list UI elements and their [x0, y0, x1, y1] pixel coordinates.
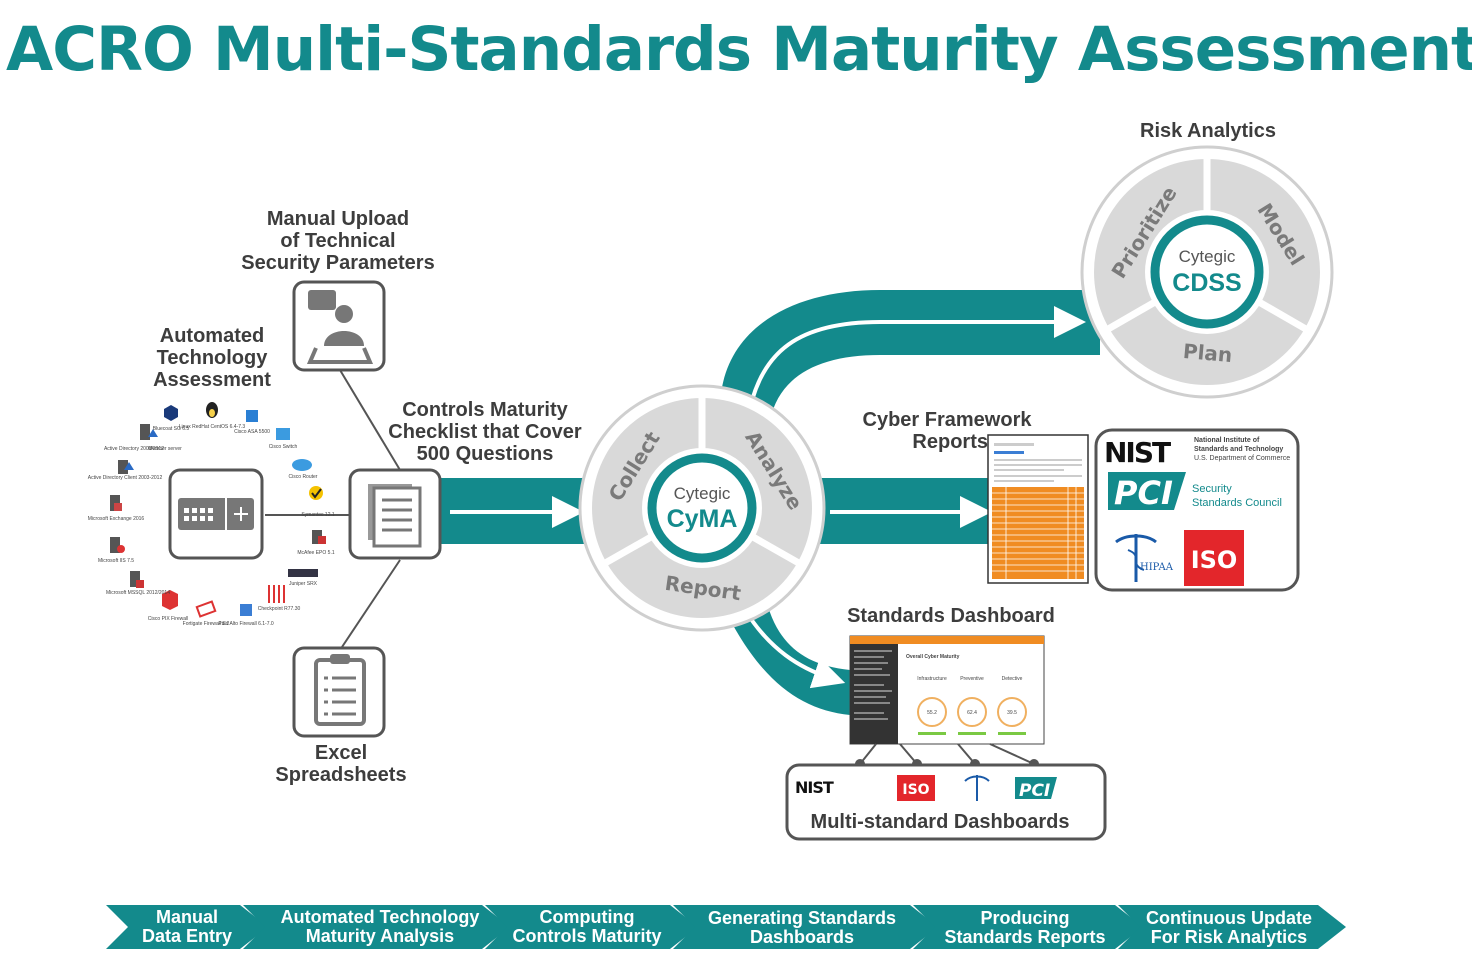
device-cluster — [110, 402, 326, 618]
svg-text:Checkpoint R77.30: Checkpoint R77.30 — [258, 606, 301, 612]
linux-icon — [206, 402, 218, 418]
svg-text:39.5: 39.5 — [1007, 710, 1017, 716]
iis-icon — [110, 537, 125, 553]
svg-text:HIPAA: HIPAA — [1140, 562, 1174, 573]
cisco-pix-icon — [162, 590, 178, 610]
dashboard-header: Overall Cyber Maturity — [906, 654, 960, 660]
svg-text:Detective: Detective — [1002, 676, 1023, 682]
svg-text:PCI: PCI — [1019, 781, 1050, 801]
svg-text:Juniper SRX: Juniper SRX — [289, 581, 318, 587]
checkpoint-icon — [268, 585, 285, 603]
multi-dashboards-label: Multi-standard Dashboards — [810, 811, 1070, 833]
svg-text:Infrastructure: Infrastructure — [917, 676, 947, 682]
exchange-icon — [110, 495, 122, 511]
page-title: ACRO Multi-Standards Maturity Assessment — [6, 14, 1472, 85]
bluecoat-icon — [164, 405, 178, 421]
svg-text:62.4: 62.4 — [967, 710, 977, 716]
flow-arrows — [450, 306, 1086, 689]
dashboard-screenshot: Overall Cyber Maturity Infrastructure Pr… — [849, 635, 1045, 745]
svg-text:Bluecoat SG 6.5: Bluecoat SG 6.5 — [153, 426, 190, 432]
mssql-icon — [130, 571, 144, 588]
svg-text:Standards Council: Standards Council — [1192, 497, 1282, 509]
svg-text:Cisco ASA 5500: Cisco ASA 5500 — [234, 429, 270, 435]
svg-text:Active Directory Client 2003-2: Active Directory Client 2003-2012 — [88, 475, 163, 481]
router-icon — [292, 459, 312, 471]
pci-logo: PCI — [1108, 472, 1186, 512]
svg-text:Security: Security — [1192, 483, 1232, 495]
standards-dashboard-label: Standards Dashboard — [847, 605, 1055, 627]
svg-text:McAfee EPO 5.1: McAfee EPO 5.1 — [297, 550, 334, 556]
process-chevrons — [106, 905, 1346, 949]
risk-analytics-heading: Risk Analytics — [1140, 120, 1276, 142]
checklist-doc-icon — [348, 468, 442, 560]
clipboard-icon — [292, 646, 386, 738]
symantec-icon — [309, 486, 323, 500]
cyma-ring — [578, 384, 826, 632]
multi-standard-box: NIST ISO PCI — [785, 763, 1107, 841]
svg-text:ISO: ISO — [1191, 546, 1238, 574]
nist-logo-text: NIST — [1104, 436, 1171, 469]
mcafee-icon — [312, 530, 326, 544]
svg-text:U.S. Department of Commerce: U.S. Department of Commerce — [1194, 455, 1290, 462]
cyma-name: CyMA — [667, 505, 738, 533]
ad-client-icon — [118, 460, 134, 474]
device-labels: Bluecoat SG 6.5 Linux RedHat CentOS 6.4-… — [88, 424, 335, 627]
svg-text:National Institute of: National Institute of — [1194, 437, 1260, 444]
svg-text:Cisco Switch: Cisco Switch — [269, 444, 298, 450]
connector-lines — [265, 369, 401, 651]
framework-report-document — [987, 434, 1089, 584]
svg-text:Fortigate Firewall 5.2: Fortigate Firewall 5.2 — [183, 621, 230, 627]
network-switch-icon — [168, 468, 264, 560]
svg-text:Cisco Router: Cisco Router — [289, 474, 318, 480]
svg-text:Cisco PIX Firewall: Cisco PIX Firewall — [148, 616, 189, 622]
svg-text:Linux RedHat CentOS 6.4-7.3: Linux RedHat CentOS 6.4-7.3 — [179, 424, 246, 430]
cdss-segment-plan: Plan — [1182, 339, 1233, 367]
svg-text:Standards and Technology: Standards and Technology — [1194, 446, 1283, 453]
svg-text:PCI: PCI — [1114, 474, 1173, 512]
svg-text:Member server: Member server — [148, 446, 182, 452]
standards-logo-box: NIST National Institute of Standards and… — [1094, 428, 1300, 592]
cdss-name: CDSS — [1172, 269, 1241, 297]
paloalto-icon — [240, 604, 252, 616]
juniper-icon — [288, 569, 318, 577]
mini-pci-logo: PCI — [1015, 777, 1057, 801]
svg-text:Microsoft MSSQL 2012/2014: Microsoft MSSQL 2012/2014 — [106, 590, 170, 596]
svg-text:NIST: NIST — [795, 778, 834, 797]
svg-text:Symantec 12.1: Symantec 12.1 — [301, 512, 335, 518]
hipaa-logo: HIPAA — [1115, 534, 1174, 582]
svg-text:Microsoft Exchange 2016: Microsoft Exchange 2016 — [88, 516, 145, 522]
iso-logo: ISO — [1184, 530, 1244, 586]
fortigate-icon — [195, 600, 217, 618]
cyma-brand: Cytegic — [674, 484, 731, 503]
svg-text:Palo Alto Firewall 6.1-7.0: Palo Alto Firewall 6.1-7.0 — [218, 621, 274, 627]
ad-server-icon — [140, 424, 158, 440]
cisco-switch-icon — [276, 428, 290, 440]
cdss-ring — [1080, 145, 1334, 399]
svg-text:Preventive: Preventive — [960, 676, 984, 682]
mini-hipaa-logo — [964, 775, 990, 801]
svg-text:ISO: ISO — [902, 782, 929, 798]
svg-text:Microsoft IIS 7.5: Microsoft IIS 7.5 — [98, 558, 134, 564]
manual-upload-icon — [292, 280, 386, 372]
mini-iso-logo: ISO — [897, 775, 935, 801]
svg-text:Active Directory 2003/2012: Active Directory 2003/2012 — [104, 446, 164, 452]
svg-text:55.2: 55.2 — [927, 710, 937, 716]
cdss-brand: Cytegic — [1179, 247, 1236, 266]
cisco-asa-icon — [246, 410, 258, 422]
